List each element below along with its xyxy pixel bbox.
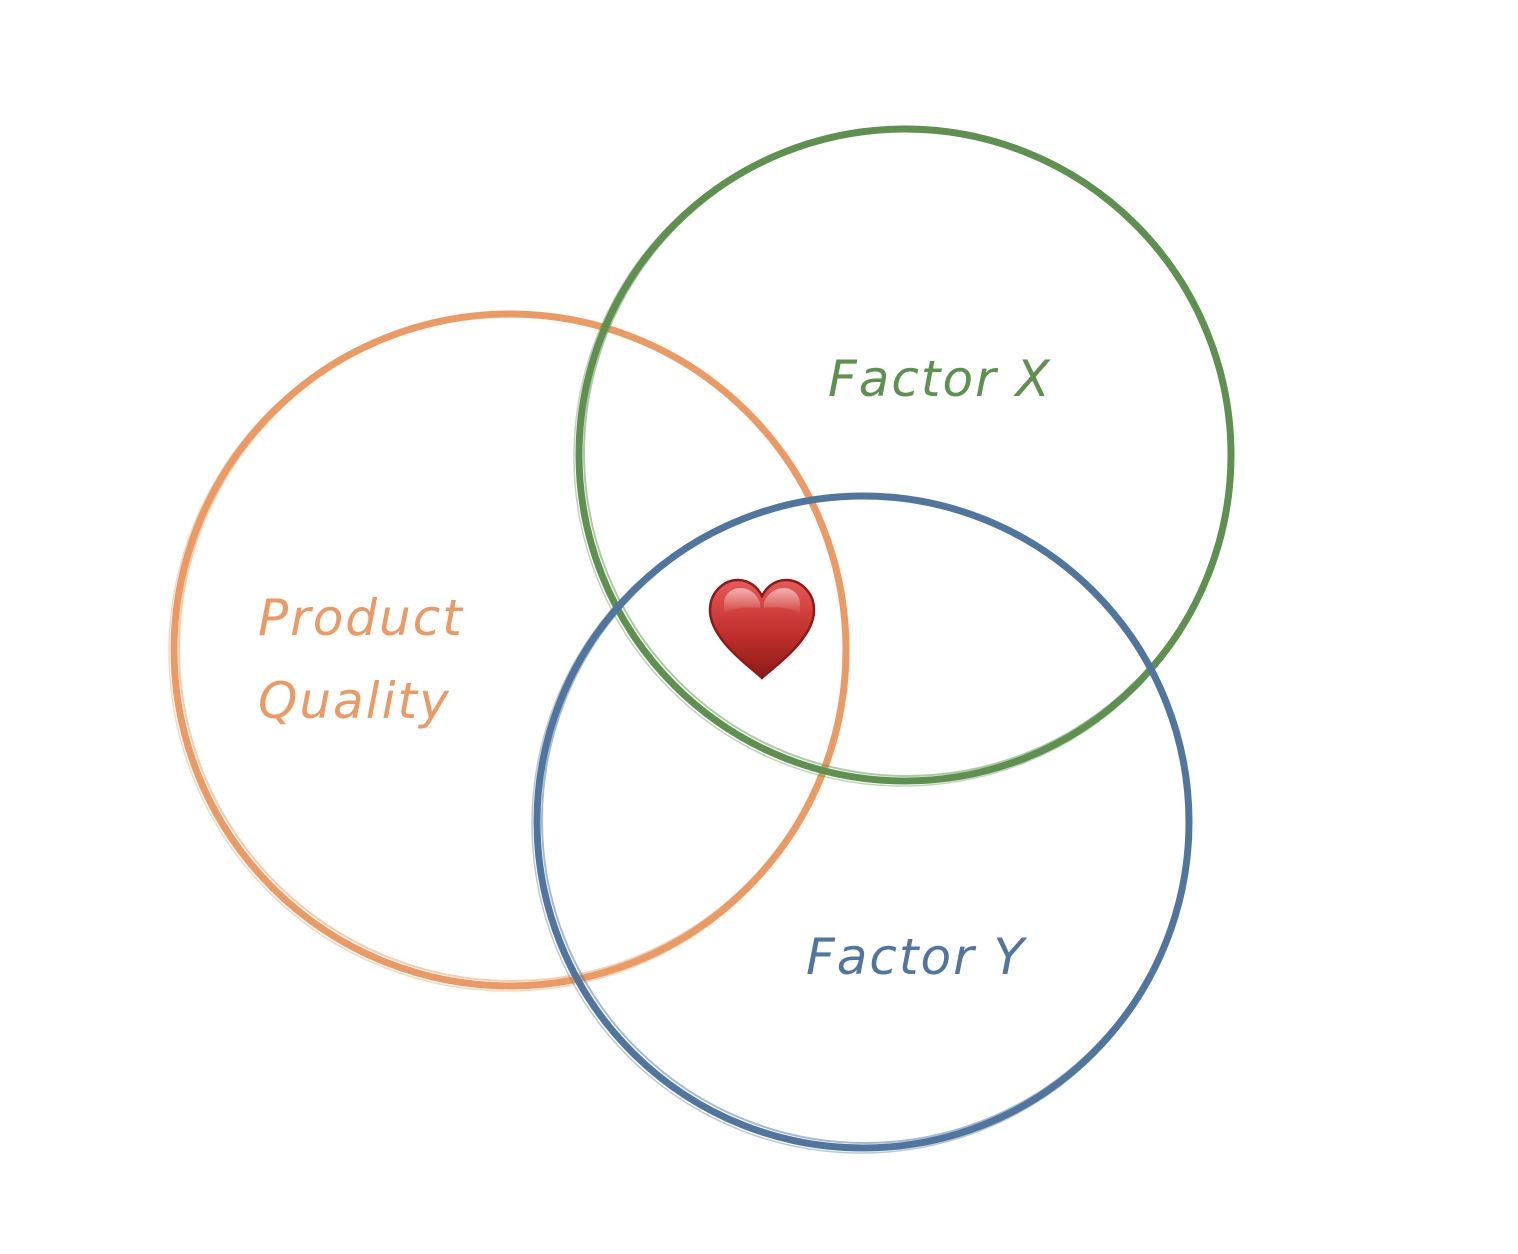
- label-product-quality-line-1: Product: [258, 589, 464, 647]
- circle-product-quality: [168, 310, 850, 992]
- circle-factor-y: [531, 492, 1193, 1154]
- label-factor-y: Factor Y: [806, 928, 1028, 986]
- heart-icon: [708, 578, 816, 680]
- circle-factor-x: [573, 125, 1235, 787]
- label-product-quality-line-2: Quality: [258, 672, 451, 730]
- label-factor-x: Factor X: [828, 350, 1052, 408]
